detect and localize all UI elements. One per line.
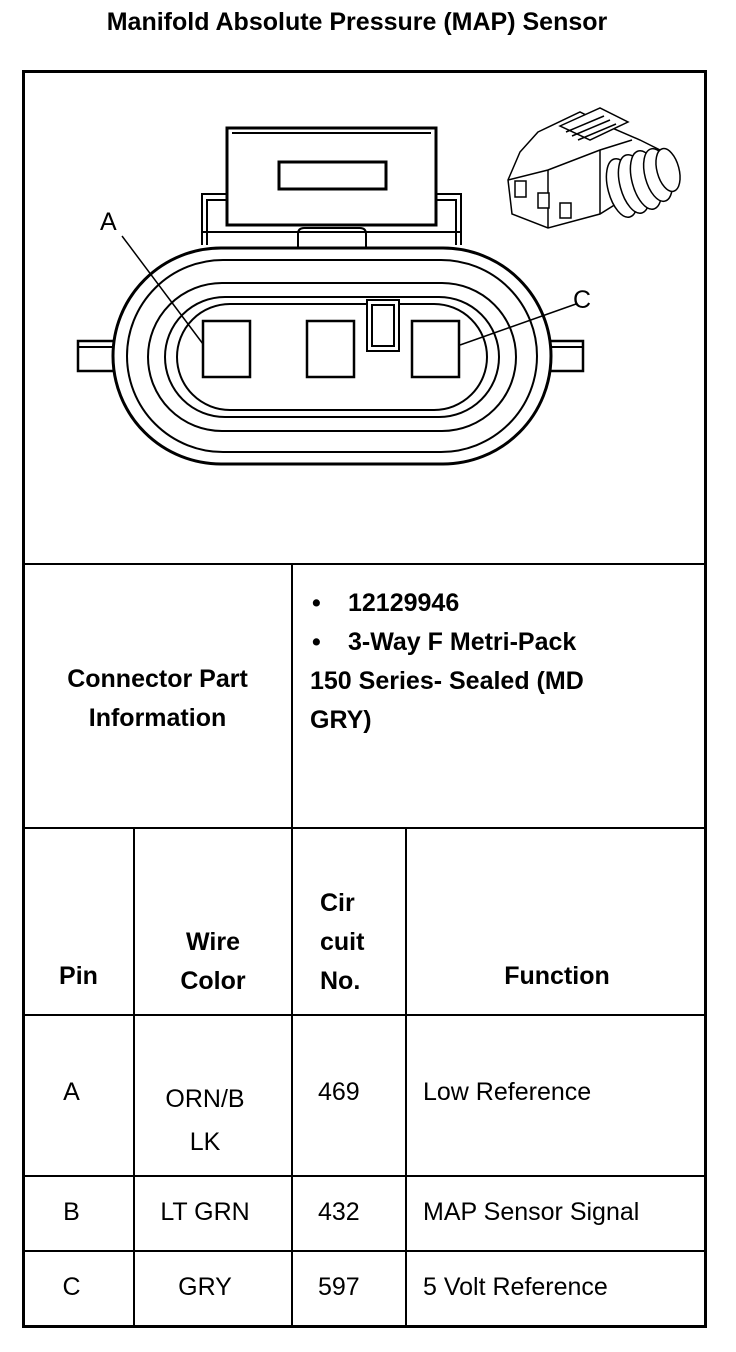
divider-row-a [22, 1175, 707, 1177]
connector-info-label-line2: Information [88, 704, 227, 732]
row-b-wire-color: LT GRN [160, 1198, 250, 1226]
header-circuit-line1: Cir [320, 889, 355, 917]
document-frame [22, 70, 707, 1328]
row-c-function: 5 Volt Reference [423, 1273, 608, 1301]
header-wire-color-line1: Wire [186, 928, 240, 956]
header-circuit-line2: cuit [320, 928, 365, 956]
callout-c-label: C [573, 286, 591, 314]
row-c-circuit: 597 [318, 1273, 360, 1301]
page-title: Manifold Absolute Pressure (MAP) Sensor [106, 8, 608, 36]
row-a-circuit: 469 [318, 1078, 360, 1106]
divider-col-wire [133, 828, 135, 1328]
connector-type-bullet: 3-Way F Metri-Pack [310, 623, 690, 662]
divider-col-circuit [291, 564, 293, 1328]
callout-a-label: A [100, 208, 117, 236]
connector-series-line2: GRY) [310, 706, 372, 734]
connector-info-label: Connector Part Information [24, 660, 291, 738]
row-a-wire-color: ORN/B LK [135, 1078, 275, 1164]
connector-diagram: A C [76, 107, 681, 466]
header-function: Function [504, 962, 610, 990]
connector-info-label-line1: Connector Part [67, 665, 248, 693]
header-pin: Pin [59, 962, 98, 990]
divider-connector-info [22, 827, 707, 829]
divider-table-header [22, 1014, 707, 1016]
header-wire-color-line2: Color [180, 967, 246, 995]
row-c-wire-color: GRY [178, 1273, 232, 1301]
divider-col-function [405, 828, 407, 1328]
row-b-pin: B [63, 1198, 80, 1226]
row-c-pin: C [62, 1273, 81, 1301]
row-b-circuit: 432 [318, 1198, 360, 1226]
part-number-bullet: 12129946 [310, 584, 690, 623]
connector-info-details: 12129946 3-Way F Metri-Pack 150 Series- … [310, 584, 690, 740]
header-wire-color: Wire Color [135, 923, 291, 1001]
header-circuit-line3: No. [320, 967, 361, 995]
divider-row-b [22, 1250, 707, 1252]
row-a-function: Low Reference [423, 1078, 592, 1106]
row-a-pin: A [63, 1078, 80, 1106]
row-b-function: MAP Sensor Signal [423, 1198, 640, 1226]
connector-thumbnail-icon [507, 107, 681, 229]
row-a-wire-line2: LK [189, 1128, 221, 1156]
connector-series-line1: 150 Series- Sealed (MD [310, 667, 584, 695]
divider-diagram [22, 563, 707, 565]
row-a-wire-line1: ORN/B [165, 1085, 245, 1113]
header-circuit-no: Cir cuit No. [300, 884, 400, 1001]
